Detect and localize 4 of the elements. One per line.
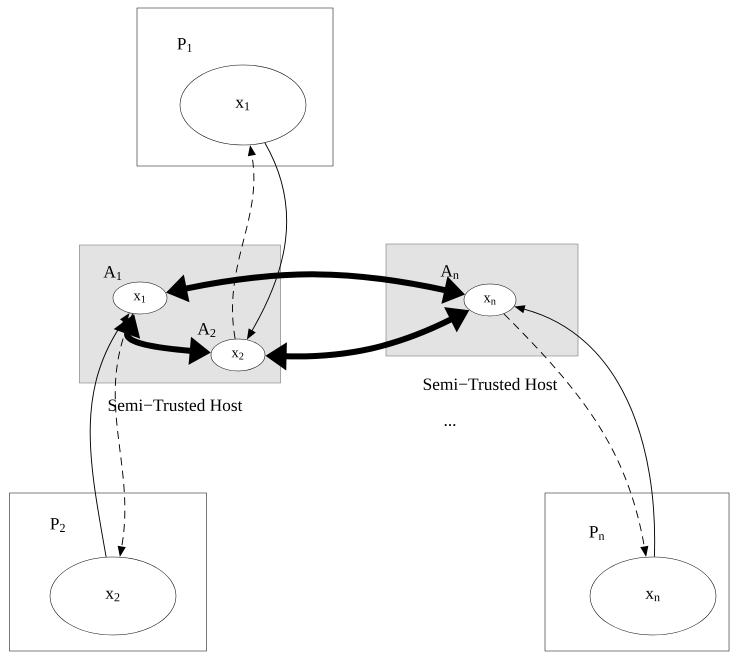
agent-label: A$_{2}$	[198, 323, 216, 337]
ellipsis-label: ...	[444, 424, 456, 426]
agent-label: A$_{1}$	[104, 266, 122, 280]
agent-label: A$_{n}$	[440, 265, 459, 279]
